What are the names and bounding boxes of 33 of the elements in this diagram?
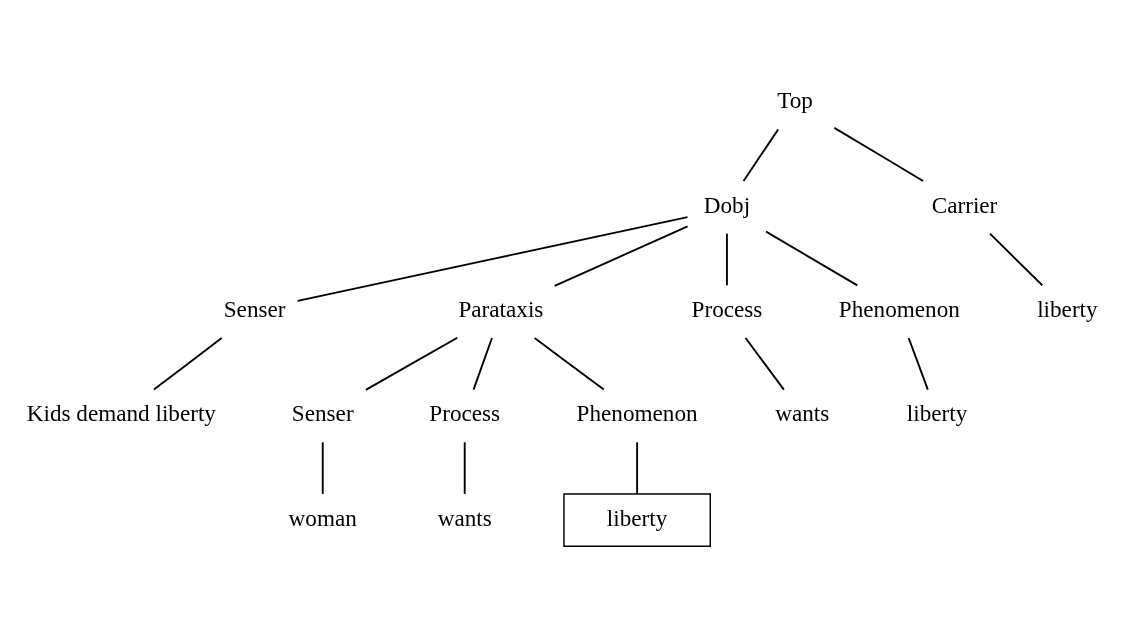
connector (744, 337, 785, 391)
node-text: wants (775, 400, 830, 427)
node-text: Parataxis (458, 296, 544, 323)
node-text: Process (429, 400, 501, 427)
node-text: woman (288, 504, 357, 531)
connector (553, 225, 689, 287)
connector (636, 441, 639, 495)
node-text: Kids demand liberty (26, 400, 216, 427)
node-text: wants (437, 504, 492, 531)
connector (907, 337, 929, 391)
node-text: liberty (906, 400, 968, 427)
node-text: Process (691, 296, 763, 323)
node-text: Senser (291, 400, 354, 427)
connector (152, 337, 223, 391)
node-text: Phenomenon (838, 296, 960, 323)
node-text: Senser (223, 296, 286, 323)
node-text: Top (777, 87, 813, 114)
connector (364, 336, 459, 391)
node-text: Dobj (703, 191, 751, 218)
connector (726, 232, 728, 287)
connector (321, 441, 324, 495)
node-text: Phenomenon (576, 400, 698, 427)
connector (833, 126, 925, 182)
connector (765, 230, 859, 287)
node-text: Carrier (931, 191, 998, 218)
node-text: liberty (1037, 296, 1098, 323)
node-box: liberty (563, 493, 711, 547)
connector (533, 337, 605, 391)
connector (472, 337, 493, 391)
connector (463, 441, 466, 495)
connector (742, 128, 780, 182)
connector (296, 216, 689, 302)
connector (989, 232, 1044, 287)
